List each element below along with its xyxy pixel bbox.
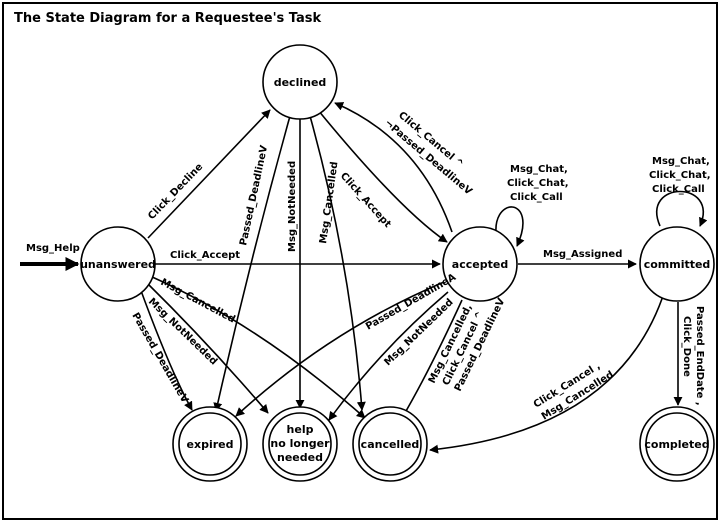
edge-declined-cancelled (309, 115, 366, 411)
diagram-title: The State Diagram for a Requestee's Task (14, 11, 322, 26)
state-declined (262, 44, 338, 120)
label-msg-help: Msg_Help (26, 243, 80, 254)
state-label-help-2: no longer (270, 437, 330, 450)
edge-click-decline (147, 109, 271, 239)
label-committed-done-1: Passed_EndDate , (694, 306, 705, 406)
state-label-help-3: needed (277, 451, 323, 464)
edge-accepted-self (495, 206, 525, 247)
label-click-accept-declined: Click_Accept (338, 171, 393, 231)
state-label-declined: declined (274, 76, 327, 89)
label-self-committed-1: Msg_Chat, (652, 156, 710, 167)
edge-accepted-expired (235, 281, 445, 417)
state-label-cancelled: cancelled (361, 438, 420, 451)
state-label-unanswered: unanswered (80, 258, 156, 271)
edge-committed-cancelled (429, 289, 666, 454)
label-msg-assigned: Msg_Assigned (543, 249, 622, 260)
label-self-accepted-1: Msg_Chat, (510, 164, 568, 175)
state-label-accepted: accepted (452, 258, 508, 271)
state-unanswered (80, 226, 156, 302)
label-committed-done-2: Click_Done (681, 316, 692, 377)
label-passed-deadlinev-declined: Passed_DeadlineV (238, 144, 270, 246)
state-label-committed: committed (644, 258, 711, 271)
edge-committed-self (656, 190, 708, 227)
label-self-committed-3: Click_Call (652, 184, 705, 195)
label-self-committed-2: Click_Chat, (649, 170, 711, 181)
state-expired (172, 406, 248, 482)
label-self-accepted-2: Click_Chat, (507, 178, 569, 189)
state-label-help-1: help (287, 423, 314, 436)
state-label-expired: expired (187, 438, 234, 451)
state-committed (639, 226, 715, 302)
edge-accepted-declined (334, 102, 453, 233)
edge-unanswered-expired (139, 287, 193, 411)
state-cancelled (352, 406, 428, 482)
label-click-decline: Click_Decline (146, 161, 205, 222)
label-click-accept-unanswered: Click_Accept (170, 250, 240, 261)
edge-unanswered-help (145, 281, 269, 414)
edge-unanswered-cancelled (149, 275, 366, 419)
edge-declined-accepted (317, 109, 448, 243)
state-completed (639, 406, 715, 482)
edge-declined-expired (213, 115, 291, 412)
edge-accepted-cancelled (401, 299, 463, 419)
label-self-accepted-3: Click_Call (510, 192, 563, 203)
state-accepted (442, 226, 518, 302)
state-help-no-longer-needed (262, 406, 338, 482)
edge-accepted-help (328, 291, 449, 421)
state-label-completed: completed (644, 438, 709, 451)
label-msg-notneeded-declined: Msg_NotNeeded (287, 161, 298, 252)
